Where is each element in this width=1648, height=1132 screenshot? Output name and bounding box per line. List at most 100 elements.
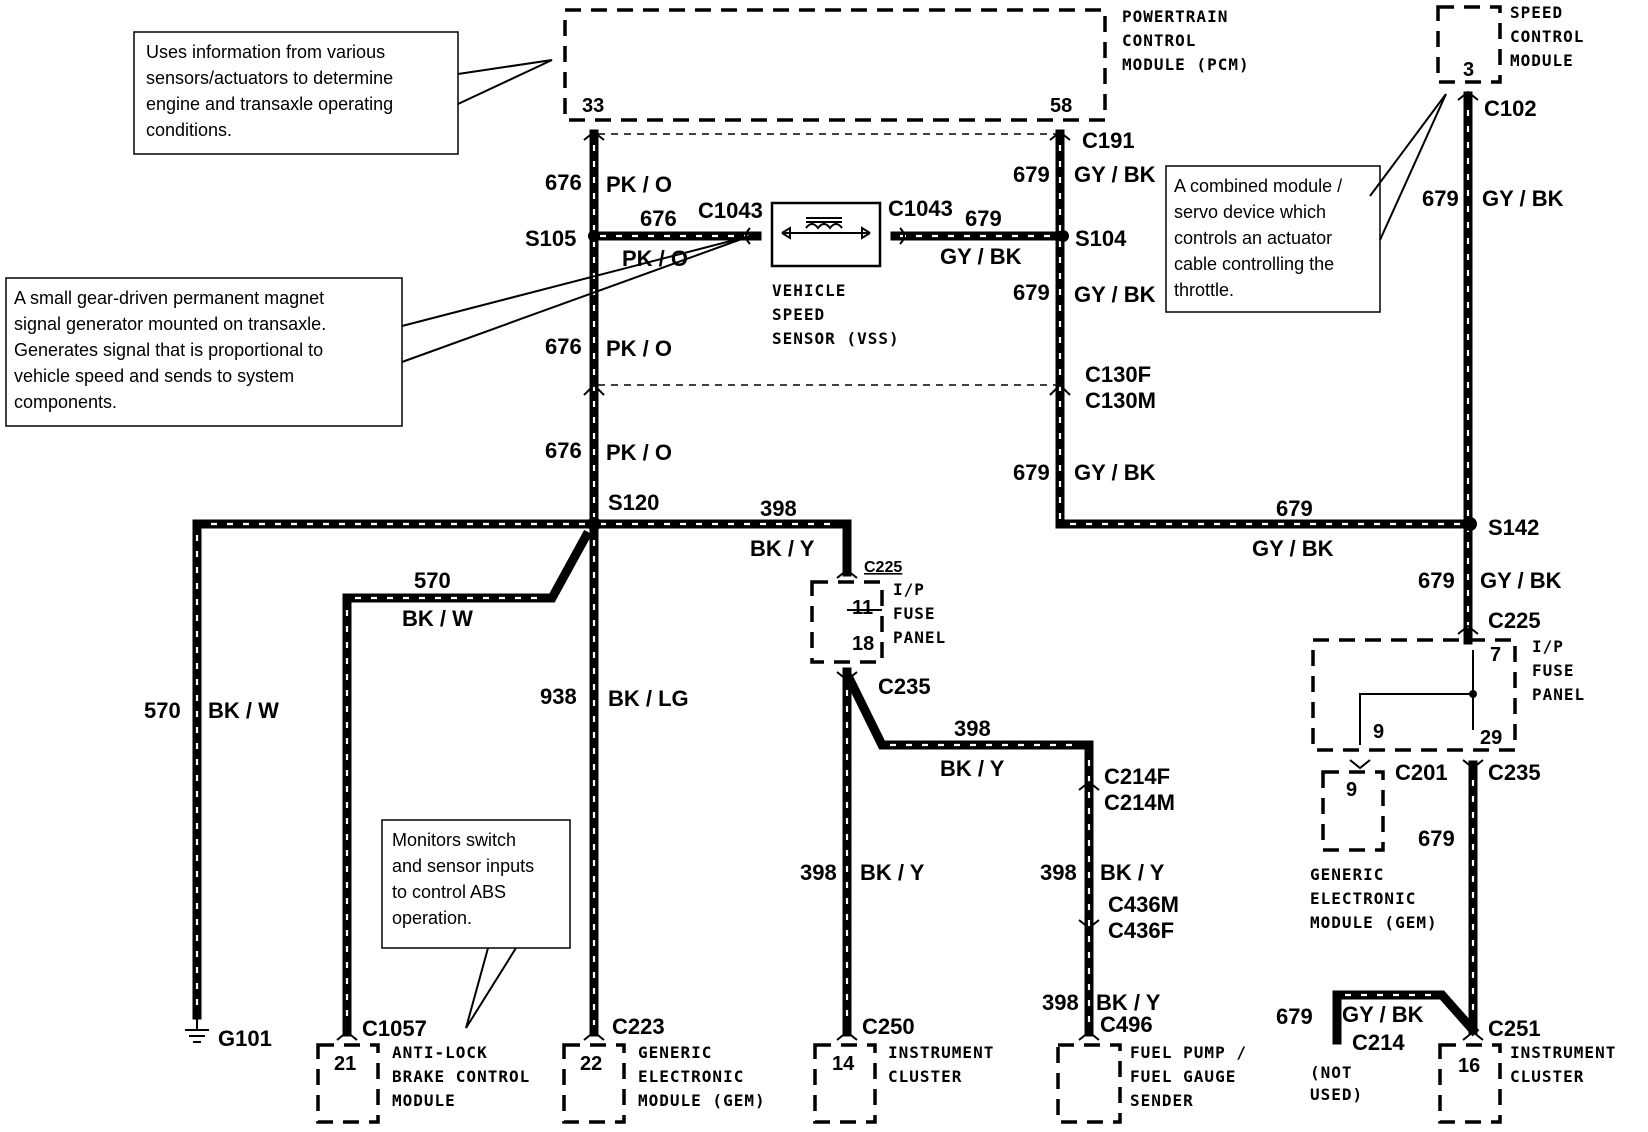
gem-right-line1: GENERIC: [1310, 865, 1384, 884]
gem-right-line3: MODULE (GEM): [1310, 913, 1438, 932]
wires: [192, 91, 1480, 1045]
scm-label-line2: CONTROL: [1510, 27, 1584, 46]
note-speed-control: A combined module / servo device which c…: [1165, 93, 1447, 313]
cluster-right-line2: CLUSTER: [1510, 1067, 1584, 1086]
wire-398-e: 398: [1042, 990, 1079, 1015]
label-c223: C223: [612, 1014, 665, 1039]
label-c201: C201: [1395, 760, 1448, 785]
wire-676-d: 676: [545, 438, 582, 463]
wire-color-bkw-a: BK / W: [208, 698, 279, 723]
wire-color-gybk-c: GY / BK: [1074, 282, 1156, 307]
ip-fuse-right-pin-29: 29: [1480, 727, 1502, 749]
label-c130m: C130M: [1085, 388, 1156, 413]
label-c225-left: C225: [864, 559, 902, 576]
wire-679-g: 679: [1418, 826, 1455, 851]
wire-676-b: 676: [640, 206, 677, 231]
note-abs-line2: and sensor inputs: [392, 856, 534, 876]
ip-fuse-panel-left-box: [810, 580, 884, 664]
wire-color-pko-d: PK / O: [606, 440, 672, 465]
note-vss-line4: vehicle speed and sends to system: [14, 366, 294, 386]
label-c235-right: C235: [1488, 760, 1541, 785]
wire-938: 938: [540, 684, 577, 709]
wire-679-b: 679: [965, 206, 1002, 231]
note-scm-line5: throttle.: [1174, 280, 1234, 300]
note-pcm-line4: conditions.: [146, 120, 232, 140]
ip-fuse-right-pin-7: 7: [1490, 644, 1501, 666]
label-c130f: C130F: [1085, 362, 1151, 387]
label-c214f: C214F: [1104, 764, 1170, 789]
wire-679-h: 679: [1418, 568, 1455, 593]
label-c436f: C436F: [1108, 918, 1174, 943]
fuel-line2: FUEL GAUGE: [1130, 1067, 1236, 1086]
gem-bottom-line2: ELECTRONIC: [638, 1067, 744, 1086]
label-c436m: C436M: [1108, 892, 1179, 917]
cluster-left-line2: CLUSTER: [888, 1067, 962, 1086]
wire-398-b: 398: [954, 716, 991, 741]
vss-label-line3: SENSOR (VSS): [772, 329, 900, 348]
pcm-pin-33: 33: [582, 95, 604, 117]
label-g101: G101: [218, 1026, 272, 1051]
note-vss-line5: components.: [14, 392, 117, 412]
note-pcm-line1: Uses information from various: [146, 42, 385, 62]
wire-color-bky-d: BK / Y: [1100, 860, 1165, 885]
wire-676-a: 676: [545, 170, 582, 195]
wire-color-gybk-a: GY / BK: [1074, 162, 1156, 187]
label-c191: C191: [1082, 128, 1135, 153]
wire-color-pko-c: PK / O: [606, 336, 672, 361]
wire-color-bklg: BK / LG: [608, 686, 689, 711]
label-c235-left: C235: [878, 674, 931, 699]
note-abs-line4: operation.: [392, 908, 472, 928]
label-c102: C102: [1484, 96, 1537, 121]
abs-line1: ANTI-LOCK: [392, 1043, 488, 1062]
splice-s120: [587, 517, 601, 531]
pcm-label-line1: POWERTRAIN: [1122, 7, 1228, 26]
connector-symbols: [336, 90, 1484, 1041]
note-scm-line2: servo device which: [1174, 202, 1326, 222]
wire-color-gybk-e: GY / BK: [1252, 536, 1334, 561]
splice-fuse-panel: [1469, 690, 1477, 698]
gem-bottom-pin-22: 22: [580, 1053, 602, 1075]
note-vss: A small gear-driven permanent magnet sig…: [5, 235, 751, 427]
wire-679-e: 679: [1276, 496, 1313, 521]
label-s142: S142: [1488, 515, 1539, 540]
label-c1043-right: C1043: [888, 196, 953, 221]
pcm-label-line2: CONTROL: [1122, 31, 1196, 50]
wire-398-c: 398: [800, 860, 837, 885]
gem-bottom-line3: MODULE (GEM): [638, 1091, 766, 1110]
wire-color-gybk-i: GY / BK: [1342, 1002, 1424, 1027]
wire-color-gybk-f: GY / BK: [1482, 186, 1564, 211]
note-abs-line1: Monitors switch: [392, 830, 516, 850]
wire-679-c: 679: [1013, 280, 1050, 305]
wire-679-a: 679: [1013, 162, 1050, 187]
wire-color-bky-c: BK / Y: [860, 860, 925, 885]
label-c225-right: C225: [1488, 608, 1541, 633]
note-abs-line3: to control ABS: [392, 882, 506, 902]
abs-module-box: [316, 1043, 380, 1124]
splice-s105: [588, 230, 600, 242]
module-labels: POWERTRAIN CONTROL MODULE (PCM) 33 58 SP…: [334, 3, 1615, 1110]
ip-fuse-left-pin-11: 11: [852, 597, 873, 619]
ip-fuse-right-line2: FUSE: [1532, 661, 1575, 680]
note-vss-line1: A small gear-driven permanent magnet: [14, 288, 324, 308]
note-scm-line1: A combined module /: [1174, 176, 1342, 196]
note-vss-line3: Generates signal that is proportional to: [14, 340, 323, 360]
wire-398-d: 398: [1040, 860, 1077, 885]
pcm-box: [563, 8, 1107, 122]
gem-right-pin-9: 9: [1346, 779, 1357, 801]
label-c214: C214: [1352, 1030, 1405, 1055]
label-c251: C251: [1488, 1016, 1541, 1041]
fuel-line3: SENDER: [1130, 1091, 1194, 1110]
ground-symbol: [185, 1015, 209, 1043]
note-pcm: Uses information from various sensors/ac…: [133, 31, 553, 155]
wire-labels: 676 PK / O 676 PK / O 676 PK / O 676 PK …: [144, 162, 1564, 1029]
wire-679-d: 679: [1013, 460, 1050, 485]
ip-fuse-left-line3: PANEL: [893, 628, 946, 647]
speed-control-module-box: [1436, 5, 1502, 84]
scm-pin-3: 3: [1463, 59, 1474, 81]
gem-bottom-box: [562, 1043, 626, 1124]
wire-color-gybk-b: GY / BK: [940, 244, 1022, 269]
note-pcm-line2: sensors/actuators to determine: [146, 68, 393, 88]
ip-fuse-left-pin-18: 18: [852, 633, 874, 655]
label-c1043-left: C1043: [698, 198, 763, 223]
